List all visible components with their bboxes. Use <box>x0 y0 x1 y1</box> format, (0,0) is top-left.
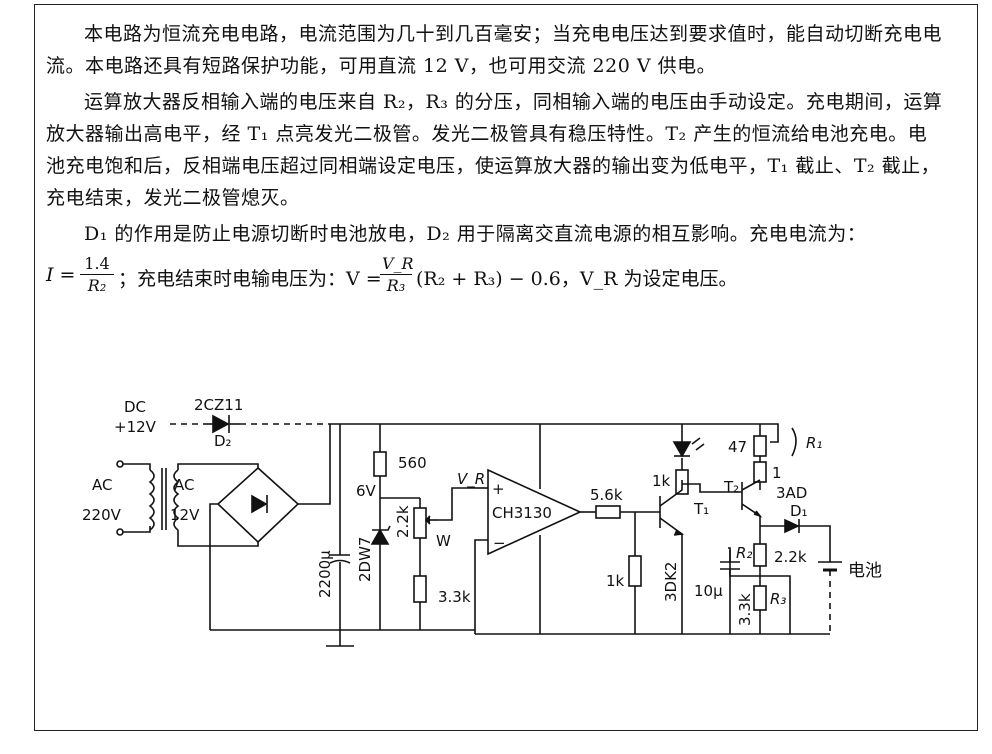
current-formula-lhs: I = <box>46 264 76 286</box>
voltage-formula-rest: (R₂ + R₃) − 0.6，V_R 为设定电压。 <box>416 268 738 290</box>
opamp-ch3130 <box>474 424 582 634</box>
ac-terminal-top <box>116 460 124 468</box>
current-fraction: 1.4 R₂ <box>80 254 114 297</box>
label-5-6k: 5.6k <box>590 486 623 504</box>
capacitor-2200u <box>329 424 351 630</box>
current-denominator: R₂ <box>87 276 107 295</box>
label-ac-output: AC <box>174 476 194 494</box>
resistor-560 <box>373 451 387 477</box>
voltage-formula-intro: ；充电结束时电输电压为：V = <box>118 268 382 290</box>
label-dc-voltage: +12V <box>114 418 157 436</box>
bridge-rectifier <box>209 424 331 630</box>
label-r2-value: 2.2k <box>774 548 807 566</box>
transistor-t1 <box>659 480 685 634</box>
label-battery: 电池 <box>848 561 882 581</box>
label-t2: T₂ <box>723 478 739 496</box>
resistor-1 <box>753 461 767 483</box>
label-cap-10: 10μ <box>694 582 723 600</box>
label-d1: D₁ <box>790 502 808 520</box>
resistor-5-6k <box>595 505 621 519</box>
figure-frame <box>34 4 978 731</box>
label-opamp-minus: − <box>493 534 506 552</box>
resistor-r3 <box>753 585 767 611</box>
label-47: 47 <box>728 438 747 456</box>
label-ac-output-voltage: 12V <box>170 506 200 524</box>
transistor-t2 <box>741 479 763 526</box>
paragraph-1: 本电路为恒流充电电路，电流范围为几十到几百毫安；当充电电压达到要求值时，能自动切… <box>46 23 943 77</box>
label-d2: D₂ <box>214 432 232 450</box>
label-r1: R₁ <box>806 434 822 452</box>
voltage-fraction: V_R R₃ <box>380 254 414 297</box>
voltage-numerator: V_R <box>380 254 414 275</box>
circuit-diagram: DC +12V 2CZ11 D₂ AC 220V AC 12V 560 6V 2… <box>82 396 882 647</box>
label-t1: T₁ <box>693 500 709 518</box>
diode-d2 <box>205 414 240 434</box>
paragraph-2: 运算放大器反相输入端的电压来自 R₂，R₃ 的分压，同相输入端的电压由手动设定。… <box>46 91 943 209</box>
label-opamp: CH3130 <box>492 504 552 522</box>
potentiometer-w <box>413 507 427 539</box>
label-3-3k-left: 3.3k <box>438 588 471 606</box>
capacitor-10u <box>720 550 740 634</box>
label-r3: R₃ <box>770 590 786 608</box>
label-t2-part: 3AD <box>776 484 807 502</box>
diode-d1 <box>784 518 800 534</box>
label-dc: DC <box>124 398 146 416</box>
label-1k-base: 1k <box>606 572 625 590</box>
label-1: 1 <box>772 464 782 482</box>
label-1k-led: 1k <box>652 472 671 490</box>
label-pot: W <box>436 532 451 550</box>
resistor-3-3k-left <box>413 575 427 603</box>
label-zener: 2DW7 <box>356 537 374 582</box>
resistor-1k-base <box>628 555 642 587</box>
current-numerator: 1.4 <box>80 254 114 275</box>
voltage-denominator: R₃ <box>386 276 406 295</box>
label-560: 560 <box>398 454 427 472</box>
led <box>672 424 705 458</box>
paragraph-3: D₁ 的作用是防止电源切断时电池放电，D₂ 用于隔离交直流电源的相互影响。充电电… <box>84 223 867 245</box>
label-3-3k-right: 3.3k <box>736 593 754 626</box>
transformer <box>148 463 259 547</box>
label-cap-2200: 2200μ <box>316 550 334 598</box>
label-d2-part: 2CZ11 <box>194 396 243 414</box>
ac-terminal-bottom <box>116 528 124 536</box>
label-pot-value: 2.2k <box>394 505 412 538</box>
resistor-r2 <box>753 543 767 567</box>
label-r2: R₂ <box>736 544 752 562</box>
battery <box>818 561 842 634</box>
label-ac-input-voltage: 220V <box>82 506 122 524</box>
zener-2dw7 <box>370 498 391 630</box>
label-ac-input: AC <box>92 476 112 494</box>
label-t1-part: 3DK2 <box>662 562 680 602</box>
resistor-47 <box>753 435 767 457</box>
label-6v: 6V <box>356 482 377 500</box>
label-vr: V_R <box>457 470 485 489</box>
label-opamp-plus: + <box>492 480 505 498</box>
formula-line: I = 1.4 R₂ ；充电结束时电输电压为：V = V_R R₃ (R₂ + … <box>46 252 946 306</box>
